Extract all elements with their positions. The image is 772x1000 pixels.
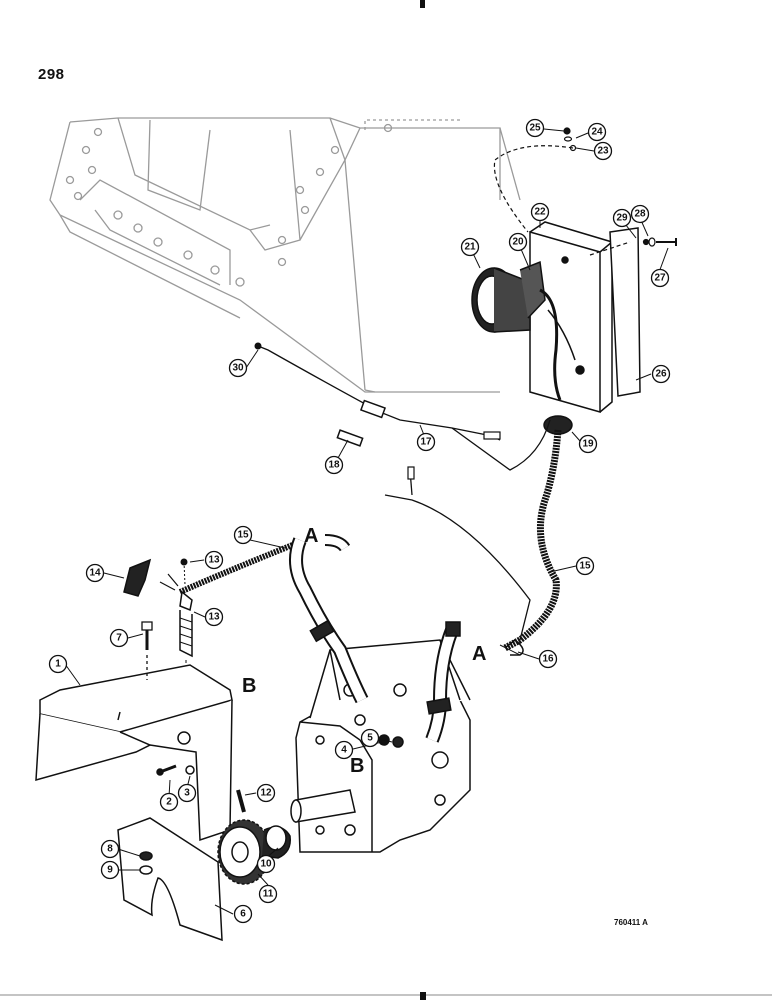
svg-text:13: 13 xyxy=(208,612,220,623)
svg-text:2: 2 xyxy=(166,797,172,808)
callout-23: 23 xyxy=(593,141,613,161)
callout-18: 18 xyxy=(324,455,344,475)
callout-15-upper: 15 xyxy=(233,525,253,545)
svg-text:15: 15 xyxy=(237,530,249,541)
callout-14: 14 xyxy=(85,563,105,583)
wiring-harness xyxy=(254,342,573,656)
svg-text:10: 10 xyxy=(260,859,272,870)
callout-24: 24 xyxy=(587,122,607,142)
callout-5: 5 xyxy=(360,728,380,748)
svg-text:12: 12 xyxy=(260,788,272,799)
callout-19: 19 xyxy=(578,434,598,454)
callout-30: 30 xyxy=(228,358,248,378)
callout-13-upper: 13 xyxy=(204,550,224,570)
svg-text:24: 24 xyxy=(591,127,603,138)
callout-10: 10 xyxy=(256,854,276,874)
svg-text:27: 27 xyxy=(654,273,666,284)
svg-text:28: 28 xyxy=(634,209,646,220)
ref-letter-b-upper: B xyxy=(242,675,256,697)
top-crop-mark xyxy=(420,0,425,8)
tachometer-assembly xyxy=(471,221,641,413)
callout-15-lower: 15 xyxy=(575,556,595,576)
callout-27: 27 xyxy=(650,268,670,288)
gear-assembly xyxy=(217,789,291,885)
svg-text:11: 11 xyxy=(263,889,274,900)
svg-text:30: 30 xyxy=(232,363,244,374)
bottom-crop-mark xyxy=(420,992,426,1000)
svg-text:14: 14 xyxy=(89,568,101,579)
callout-26: 26 xyxy=(651,364,671,384)
svg-text:6: 6 xyxy=(240,909,246,920)
svg-text:15: 15 xyxy=(579,561,591,572)
small-fasteners xyxy=(141,621,153,680)
callout-3: 3 xyxy=(177,783,197,803)
callout-6: 6 xyxy=(233,904,253,924)
callout-8: 8 xyxy=(100,839,120,859)
callout-7: 7 xyxy=(109,628,129,648)
svg-text:5: 5 xyxy=(367,733,373,744)
mounting-bracket xyxy=(35,664,233,842)
svg-text:13: 13 xyxy=(208,555,220,566)
svg-text:25: 25 xyxy=(529,123,541,134)
callout-12: 12 xyxy=(256,783,276,803)
ref-letter-a-lower: A xyxy=(472,643,486,665)
lower-plate xyxy=(117,817,223,942)
ref-letter-a-upper: A xyxy=(304,525,318,547)
callout-13-lower: 13 xyxy=(204,607,224,627)
callout-28: 28 xyxy=(630,204,650,224)
callout-1: 1 xyxy=(48,654,68,674)
svg-text:16: 16 xyxy=(542,654,554,665)
callout-22: 22 xyxy=(530,202,550,222)
callout-21: 21 xyxy=(460,237,480,257)
callout-4: 4 xyxy=(334,740,354,760)
pump-housing xyxy=(289,534,471,853)
svg-text:1: 1 xyxy=(55,659,61,670)
svg-text:29: 29 xyxy=(616,213,628,224)
svg-text:9: 9 xyxy=(107,865,113,876)
ref-letter-b-lower: B xyxy=(350,755,364,777)
svg-text:4: 4 xyxy=(341,745,347,756)
svg-text:7: 7 xyxy=(116,633,122,644)
loader-frame xyxy=(49,117,521,393)
callout-9: 9 xyxy=(100,860,120,880)
callout-25: 25 xyxy=(525,118,545,138)
svg-text:18: 18 xyxy=(328,460,340,471)
callout-29: 29 xyxy=(612,208,632,228)
svg-text:19: 19 xyxy=(582,439,594,450)
svg-text:3: 3 xyxy=(184,788,190,799)
callouts: 1 2 3 4 5 6 7 8 9 10 11 12 13 13 14 15 1… xyxy=(48,118,671,924)
svg-text:26: 26 xyxy=(655,369,667,380)
callout-16: 16 xyxy=(538,649,558,669)
svg-text:8: 8 xyxy=(107,844,113,855)
callout-20: 20 xyxy=(508,232,528,252)
svg-text:22: 22 xyxy=(534,207,546,218)
svg-text:17: 17 xyxy=(420,437,432,448)
switch-cable xyxy=(159,539,302,595)
page-number: 298 xyxy=(38,66,65,83)
callout-2: 2 xyxy=(159,792,179,812)
drawing-id: 760411 A xyxy=(614,918,648,927)
svg-text:21: 21 xyxy=(464,242,476,253)
svg-text:20: 20 xyxy=(512,237,524,248)
callout-17: 17 xyxy=(416,432,436,452)
callout-11: 11 xyxy=(258,884,278,904)
svg-text:23: 23 xyxy=(597,146,609,157)
gauge-hardware xyxy=(493,127,677,256)
